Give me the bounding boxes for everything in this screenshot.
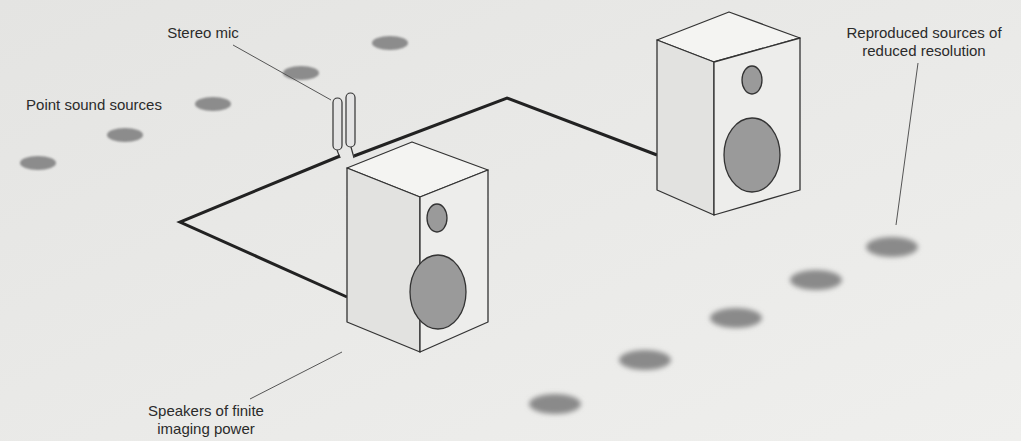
left-speaker <box>347 142 488 352</box>
callout-label: Speakers of finite imaging power <box>121 402 291 438</box>
callout-label: Stereo mic <box>123 24 283 42</box>
callout-label: Reproduced sources of reduced resolution <box>834 24 1014 60</box>
callout-label: Point sound sources <box>4 96 184 114</box>
leader-lines <box>233 45 918 399</box>
reproduced-sources <box>529 237 918 414</box>
stereo-mic <box>333 93 355 158</box>
right-speaker <box>657 12 800 215</box>
